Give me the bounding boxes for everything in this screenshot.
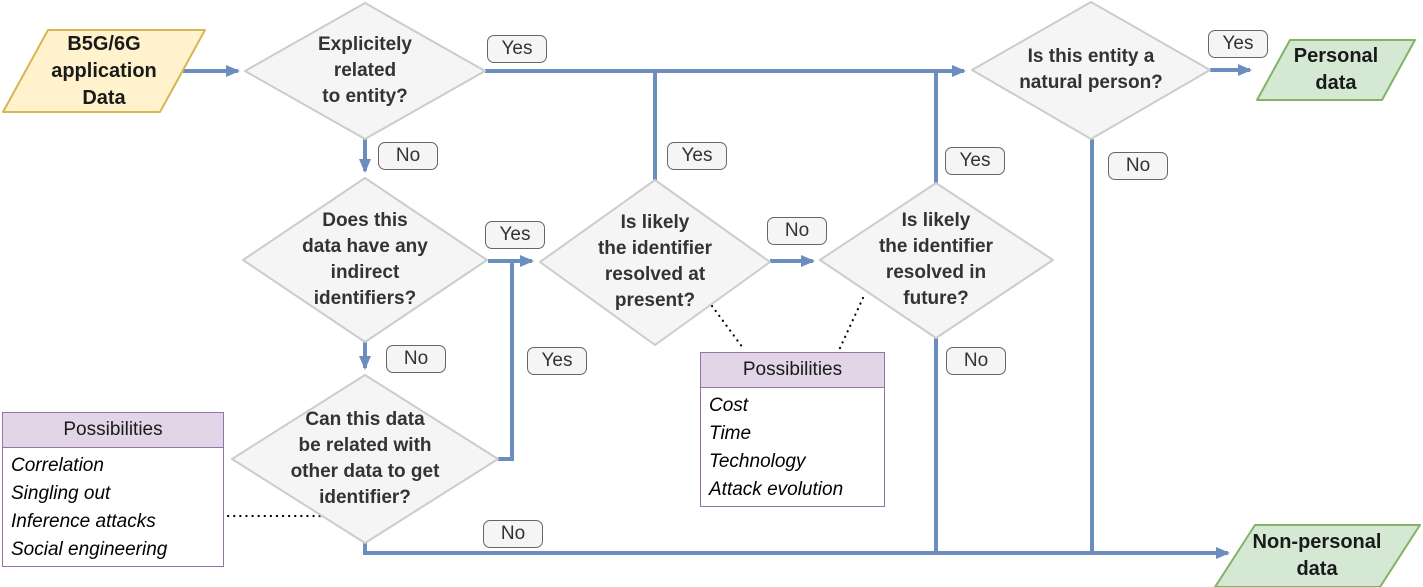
tag-person-no: No (1108, 152, 1168, 180)
possibility-item: Singling out (11, 483, 111, 504)
tag-related-yes: Yes (527, 347, 587, 375)
personal-data-parallelogram (1256, 39, 1416, 101)
diamond-resolved-future (819, 182, 1054, 339)
possibility-item: Social engineering (11, 539, 168, 560)
possibility-item: Attack evolution (709, 479, 844, 500)
possibility-item: Inference attacks (11, 511, 156, 532)
possibilities-box-left: Possibilities Correlation Singling out I… (2, 412, 224, 567)
possibility-item: Correlation (11, 455, 104, 476)
diamond-indirect-identifiers (242, 177, 488, 343)
tag-present-yes: Yes (667, 142, 727, 170)
edge-related-yes-up (498, 259, 514, 461)
diamond-natural-person (971, 1, 1211, 140)
tag-future-yes: Yes (945, 147, 1005, 175)
possibility-item: Time (709, 423, 752, 444)
possibilities-middle-title: Possibilities (701, 353, 884, 388)
tag-indirect-yes: Yes (485, 221, 545, 249)
diamond-related-other-data (231, 374, 499, 544)
tag-related-no: No (483, 520, 543, 548)
possibilities-left-title: Possibilities (3, 413, 223, 448)
possibility-item: Cost (709, 395, 749, 416)
possibilities-left-items: Correlation Singling out Inference attac… (3, 448, 223, 566)
tag-indirect-no: No (386, 345, 446, 373)
dotted-future-possibilities-link (838, 296, 865, 350)
tag-present-no: No (767, 217, 827, 245)
tag-explicit-yes: Yes (487, 35, 547, 63)
tag-explicit-no: No (378, 142, 438, 170)
start-parallelogram (2, 29, 206, 113)
edge-no-to-nonpersonal (363, 543, 1230, 559)
possibilities-middle-items: Cost Time Technology Attack evolution (701, 388, 884, 506)
tag-person-yes: Yes (1208, 30, 1268, 58)
nonpersonal-data-parallelogram (1214, 524, 1421, 587)
diamond-explicitly-related (244, 2, 486, 140)
dotted-present-possibilities-link (710, 304, 745, 350)
diamond-resolved-present (539, 179, 771, 346)
tag-future-no: No (946, 347, 1006, 375)
possibility-item: Technology (709, 451, 806, 472)
possibilities-box-middle: Possibilities Cost Time Technology Attac… (700, 352, 885, 507)
